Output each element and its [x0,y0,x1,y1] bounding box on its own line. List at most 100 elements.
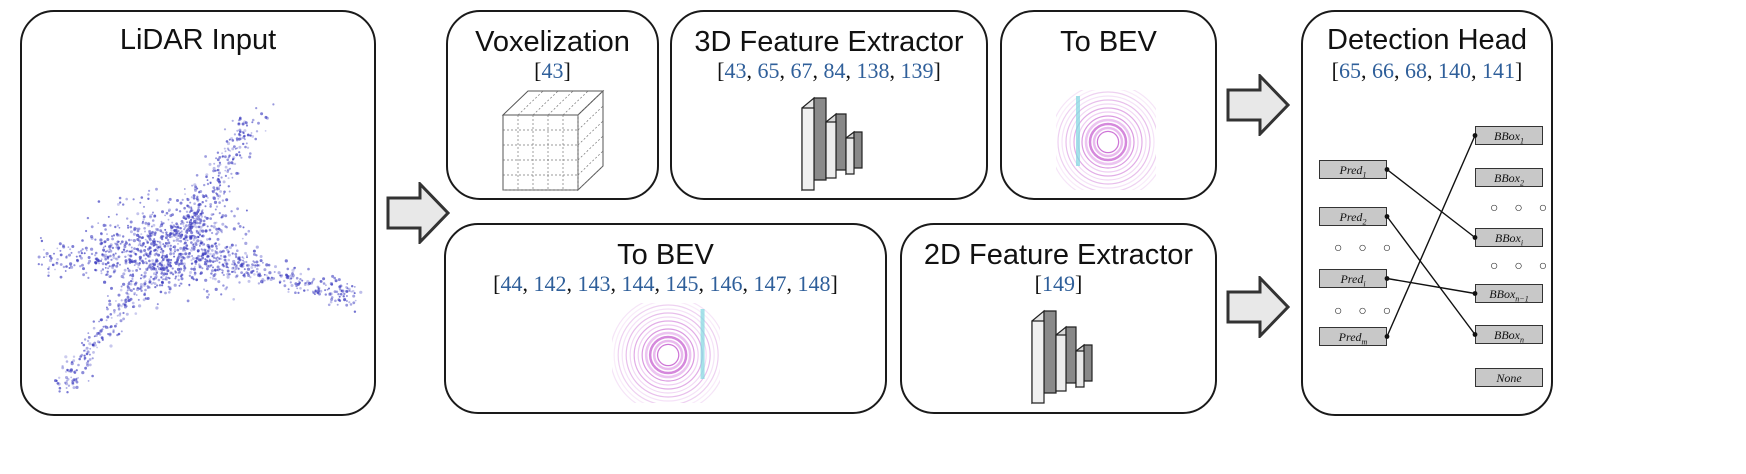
point-cloud-point [47,274,50,277]
point-cloud-point [176,199,179,202]
point-cloud-point [197,232,200,235]
point-cloud-point [215,221,218,224]
point-cloud-point [76,258,79,262]
point-cloud-point [195,257,198,260]
point-cloud-point [192,243,195,246]
point-cloud-point [114,324,117,328]
point-cloud-point [190,196,193,199]
point-cloud-point [184,252,188,256]
point-cloud-point [155,306,159,310]
point-cloud-point [156,303,159,306]
point-cloud-point [204,205,207,208]
point-cloud-point [65,380,68,383]
point-cloud-point [247,133,250,137]
point-cloud-point [96,346,98,349]
point-cloud-point [104,263,107,265]
point-cloud-point [65,265,68,268]
point-cloud-point [167,241,171,245]
point-cloud-point [161,210,164,214]
point-cloud-point [233,262,236,265]
point-cloud-point [87,276,90,279]
point-cloud-point [82,273,85,277]
point-cloud-point [177,278,180,282]
point-cloud-point [99,242,103,246]
point-cloud-point [218,227,221,231]
point-cloud-point [283,279,286,283]
ellipsis-dots: ○ ○ ○ [1334,302,1398,318]
detection-head-refs: [65, 66, 68, 140, 141] [1331,58,1523,83]
point-cloud-point [346,283,349,285]
point-cloud-point [234,267,238,271]
point-cloud-point [132,305,136,309]
point-cloud-point [249,152,252,155]
point-cloud-point [183,242,186,245]
point-cloud-point [221,271,224,274]
point-cloud-point [160,263,163,267]
point-cloud-point [125,291,129,295]
point-cloud-point [135,248,138,251]
point-cloud-point [233,269,236,272]
point-cloud-point [86,350,90,354]
point-cloud-point [228,154,231,157]
point-cloud-point [110,286,113,290]
point-cloud-point [191,243,194,246]
point-cloud-point [137,298,140,301]
point-cloud-point [209,252,212,256]
point-cloud-point [268,271,272,275]
point-cloud-point [151,233,154,236]
point-cloud-point [203,252,207,256]
point-cloud-point [59,253,63,257]
point-cloud-point [190,231,194,234]
point-cloud-point [137,249,140,252]
point-cloud-point [199,245,201,247]
point-cloud-point [131,269,134,273]
point-cloud-point [346,290,349,293]
point-cloud-point [71,379,74,382]
point-cloud-point [231,267,235,270]
citation-ref: 146 [709,271,743,296]
point-cloud-point [253,261,256,264]
point-cloud-point [141,212,144,215]
point-cloud-point [142,218,145,221]
point-cloud-point [191,234,194,237]
point-cloud-point [122,272,126,276]
point-cloud-point [330,283,334,286]
point-cloud-point [295,284,298,288]
point-cloud-point [239,137,243,140]
point-cloud-point [205,289,209,293]
point-cloud-point [168,208,171,212]
point-cloud-point [227,161,231,165]
point-cloud-point [92,351,95,354]
point-cloud-point [179,239,183,243]
prediction-box-label: Pred [1339,163,1363,177]
point-cloud-point [232,266,235,269]
point-cloud-point [72,359,76,363]
point-cloud-point [186,204,190,208]
point-cloud-point [174,261,177,264]
point-cloud-point [48,254,52,258]
point-cloud-point [196,195,199,198]
point-cloud-point [146,241,149,244]
point-cloud-point [54,268,56,271]
point-cloud-point [262,261,264,264]
point-cloud-point [186,198,190,202]
point-cloud-point [47,271,50,274]
point-cloud-point [80,256,83,260]
point-cloud-point [206,182,210,186]
point-cloud-point [186,299,190,303]
feature-extractor-3d-title: 3D Feature Extractor [694,26,964,58]
point-cloud-point [290,277,293,280]
point-cloud-point [148,280,152,284]
point-cloud-point [238,145,242,149]
point-cloud-point [149,253,153,256]
point-cloud-point [72,378,76,382]
point-cloud-point [178,270,181,274]
point-cloud-point [204,215,207,219]
point-cloud-point [131,301,135,305]
match-endpoint [1472,133,1478,138]
point-cloud-point [155,271,159,275]
point-cloud-point [114,257,117,260]
point-cloud-point [147,197,150,200]
point-cloud-point [192,225,195,228]
point-cloud-point [139,250,143,254]
